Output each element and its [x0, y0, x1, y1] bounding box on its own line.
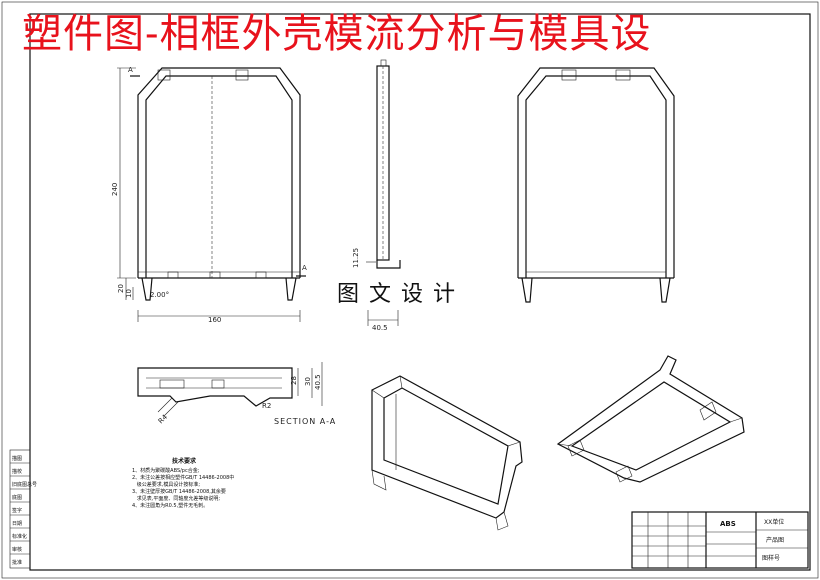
- title-block: ABS XX单位 产品图 图样号: [631, 511, 809, 569]
- dim-sec-d: R4: [157, 413, 170, 426]
- dim-width: 160: [208, 316, 221, 324]
- strip-label-8: 批准: [12, 559, 22, 566]
- banner-mask: 塑件图-相框外壳模流分析与模具设: [0, 0, 820, 70]
- section-view: R4 R2 28 30 40.5 SECTION A-A: [137, 362, 336, 426]
- note-item-3: 3、未注壁厚按GB/T 14486-2008,其余要: [132, 489, 226, 495]
- watermark-text: 图文设计: [337, 282, 466, 307]
- strip-label-0: 描图: [12, 455, 22, 462]
- inner-frame: [29, 13, 811, 571]
- dim-sec-c: 40.5: [314, 374, 322, 390]
- dim-height: 240: [111, 183, 119, 196]
- dim-sec-e: R2: [262, 402, 271, 410]
- cut-mark-top: A: [128, 66, 133, 74]
- strip-label-7: 审核: [12, 546, 22, 553]
- note-item-0: 1、材质为聚碳酸ABS/pc合金;: [132, 468, 200, 474]
- dim-foot-b: 10: [125, 289, 133, 298]
- title-drawing-no: 图样号: [762, 554, 780, 562]
- cut-mark-bottom: A: [302, 264, 307, 272]
- strip-label-6: 标准化: [12, 533, 27, 540]
- section-label: SECTION A-A: [274, 417, 336, 426]
- dim-sec-b: 30: [304, 377, 312, 386]
- dim-sec-a: 28: [290, 376, 298, 385]
- isometric-view-back: [556, 355, 745, 483]
- left-binding-strip: 描图 描校 旧底图总号 底图 签字 日期 标准化 审核 批准: [9, 449, 37, 569]
- note-item-1: 2、未注公差按相应塑件GB/T 14486-2008中: [132, 475, 235, 481]
- front-view: A A 240 20 10 2.00° 160: [111, 66, 307, 324]
- side-view: 11.25 40.5: [352, 59, 401, 332]
- title-material: ABS: [720, 520, 736, 528]
- strip-label-3: 底图: [12, 494, 22, 501]
- strip-label-1: 描校: [12, 468, 22, 475]
- rear-view: [517, 67, 675, 303]
- note-item-2: 级公差要求,模具设计按标准;: [132, 482, 201, 488]
- dim-foot-angle: 2.00°: [150, 291, 169, 299]
- title-product: 产品图: [766, 536, 784, 544]
- dim-side-b: 40.5: [372, 324, 388, 332]
- note-item-5: 4、未注圆角为R0.5,塑件无毛刺。: [132, 503, 209, 509]
- dim-side-a: 11.25: [352, 248, 360, 268]
- title-company: XX单位: [764, 518, 784, 526]
- strip-label-4: 签字: [12, 507, 22, 514]
- banner-title: 塑件图-相框外壳模流分析与模具设: [22, 11, 652, 57]
- strip-label-2: 旧底图总号: [12, 481, 37, 488]
- notes-title: 技术要求: [172, 458, 197, 465]
- dim-foot-a: 20: [117, 284, 125, 293]
- note-item-4: 求见表,平面度、同轴度允差等级说明;: [132, 496, 221, 502]
- isometric-view-front: [371, 375, 523, 531]
- technical-notes: 技术要求 1、材质为聚碳酸ABS/pc合金; 2、未注公差按相应塑件GB/T 1…: [132, 456, 352, 510]
- strip-label-5: 日期: [12, 521, 22, 527]
